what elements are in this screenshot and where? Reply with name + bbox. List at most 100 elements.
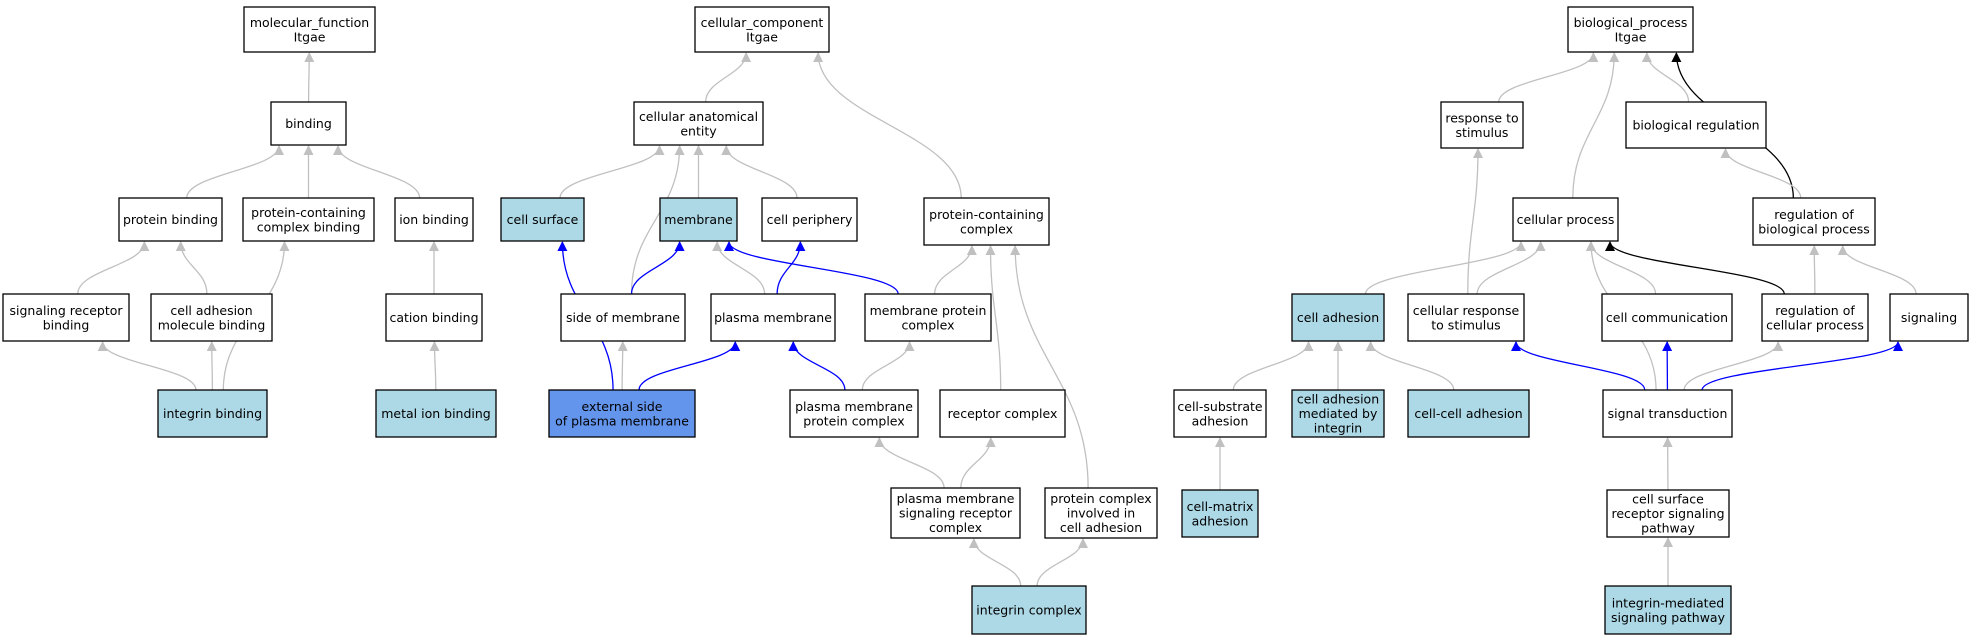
edge-path (1232, 341, 1314, 391)
edge-path (1720, 148, 1802, 199)
edge-part-of (638, 341, 741, 391)
node-box (1181, 489, 1259, 538)
node-box (1044, 487, 1158, 539)
node-label: complex (929, 520, 982, 535)
edge-is-a (704, 52, 752, 103)
edge-path (712, 241, 766, 295)
node-label: involved in (1067, 506, 1135, 521)
node-integrin-complex[interactable]: integrin complex (971, 585, 1087, 635)
node-label: protein complex (803, 413, 904, 428)
node-receptor-complex[interactable]: receptor complex (939, 389, 1066, 438)
node-label: cell communication (1606, 310, 1728, 325)
node-ion-binding[interactable]: ion binding (394, 197, 474, 242)
edge-path (77, 241, 150, 295)
node-side-membrane[interactable]: side of membrane (560, 293, 686, 342)
edge-path (968, 538, 1022, 587)
node-label: membrane (664, 212, 733, 227)
node-cellular-process[interactable]: cellular process (1512, 197, 1619, 242)
node-label: cellular process (1517, 212, 1615, 227)
edge-is-a (1641, 52, 1690, 103)
node-label: protein-containing (929, 207, 1044, 222)
edge-is-a (186, 145, 284, 199)
node-box (1567, 6, 1694, 53)
node-box (394, 197, 474, 242)
node-box (1889, 293, 1969, 342)
edge-is-a (1809, 245, 1820, 295)
node-membrane[interactable]: membrane (659, 197, 738, 242)
node-label: side of membrane (566, 310, 680, 325)
node-box (150, 293, 273, 342)
node-box (1291, 389, 1385, 438)
edge-is-a (1010, 245, 1089, 489)
edge-path (776, 241, 806, 295)
node-label: signaling receptor (899, 506, 1013, 521)
node-box (560, 293, 686, 342)
edge-is-a (1720, 148, 1802, 199)
edge-part-of (788, 341, 846, 391)
node-label: complex (902, 317, 955, 332)
node-plasma-membrane[interactable]: plasma membrane (710, 293, 836, 342)
node-box (375, 389, 497, 438)
node-cell-surface[interactable]: cell surface (500, 197, 585, 242)
node-box (1407, 389, 1530, 438)
node-label: entity (680, 123, 717, 138)
node-binding[interactable]: binding (270, 101, 347, 146)
node-label: to stimulus (1431, 317, 1500, 332)
edge-path (1572, 52, 1620, 199)
edge-path (175, 241, 208, 295)
node-label: cell periphery (767, 212, 853, 227)
node-label: cell-substrate (1177, 399, 1263, 414)
node-cell-adhesion[interactable]: cell adhesion (1291, 293, 1385, 342)
node-metal-ion-binding[interactable]: metal ion binding (375, 389, 497, 438)
node-cell-periphery[interactable]: cell periphery (761, 197, 858, 242)
node-protein-binding[interactable]: protein binding (118, 197, 223, 242)
node-cell-communication[interactable]: cell communication (1601, 293, 1733, 342)
node-label: signaling pathway (1611, 610, 1726, 625)
node-label: mediated by (1299, 406, 1378, 421)
edge-path (97, 341, 197, 391)
edge-is-a (985, 245, 1002, 391)
edge-path (960, 437, 996, 489)
edge-is-a (721, 145, 798, 199)
node-label: integrin (1314, 421, 1362, 436)
node-box (1512, 197, 1619, 242)
node-box (385, 293, 483, 342)
node-box (659, 197, 738, 242)
edge-path (186, 145, 284, 199)
node-bio-regulation[interactable]: biological regulation (1625, 101, 1767, 149)
node-integrin-binding[interactable]: integrin binding (157, 389, 268, 438)
edge-is-a (1467, 148, 1483, 295)
edge-is-a (175, 241, 208, 295)
node-box (500, 197, 585, 242)
node-signal-transduction[interactable]: signal transduction (1602, 389, 1733, 438)
node-label: cellular response (1413, 303, 1520, 318)
node-signaling[interactable]: signaling (1889, 293, 1969, 342)
node-cell-cell-adh[interactable]: cell-cell adhesion (1407, 389, 1530, 438)
edge-path (813, 52, 962, 199)
node-cation-binding[interactable]: cation binding (385, 293, 483, 342)
node-box (710, 293, 836, 342)
node-label: pathway (1641, 521, 1695, 536)
